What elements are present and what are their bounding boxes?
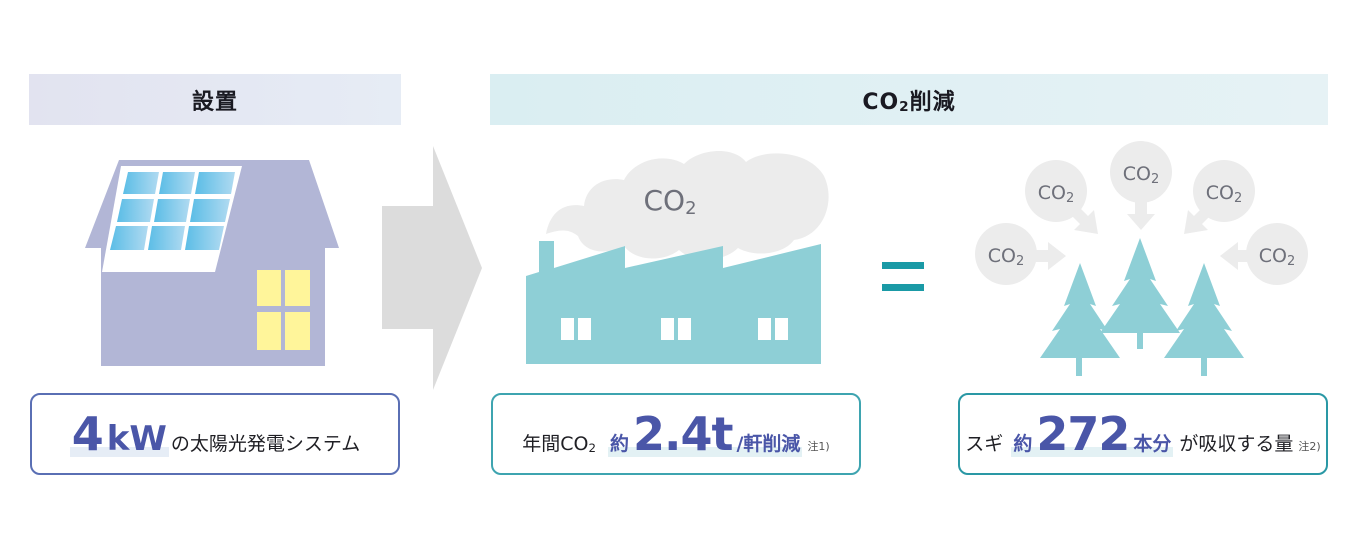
equals-icon [882, 262, 924, 295]
house-with-solar-panel-icon [85, 160, 339, 366]
trees-absorbing-co2-icon: CO2 CO2 CO2 CO2 CO2 [975, 141, 1308, 376]
header-install: 設置 [29, 74, 401, 125]
info-box-cedar-absorption: スギ 約 272 本分 が吸収する量 注2) [958, 393, 1328, 475]
footnote-2: 注2) [1298, 440, 1321, 453]
right-arrow-icon [382, 146, 482, 390]
factory-co2-emission-icon: CO2 [526, 150, 829, 364]
co2-reduction-value: 約 2.4t /軒削減 [607, 407, 803, 461]
header-install-label: 設置 [191, 89, 238, 115]
info-box-solar-system: 4 kW の太陽光発電システム [30, 393, 400, 475]
solar-system-label: の太陽光発電システム [170, 433, 361, 455]
cedar-label: スギ [965, 433, 1004, 455]
header-co2-reduction: CO2削減 [490, 74, 1328, 125]
info-box-annual-co2-reduction: 年間CO2 約 2.4t /軒削減 注1) [491, 393, 861, 475]
capacity-value: 4 kW [69, 407, 169, 461]
absorption-label: が吸収する量 [1179, 433, 1294, 455]
footnote-1: 注1) [807, 440, 830, 453]
annual-co2-label: 年間CO2 [522, 433, 596, 455]
header-co2-label: CO2削減 [862, 89, 956, 115]
cedar-count-value: 約 272 本分 [1011, 407, 1174, 461]
